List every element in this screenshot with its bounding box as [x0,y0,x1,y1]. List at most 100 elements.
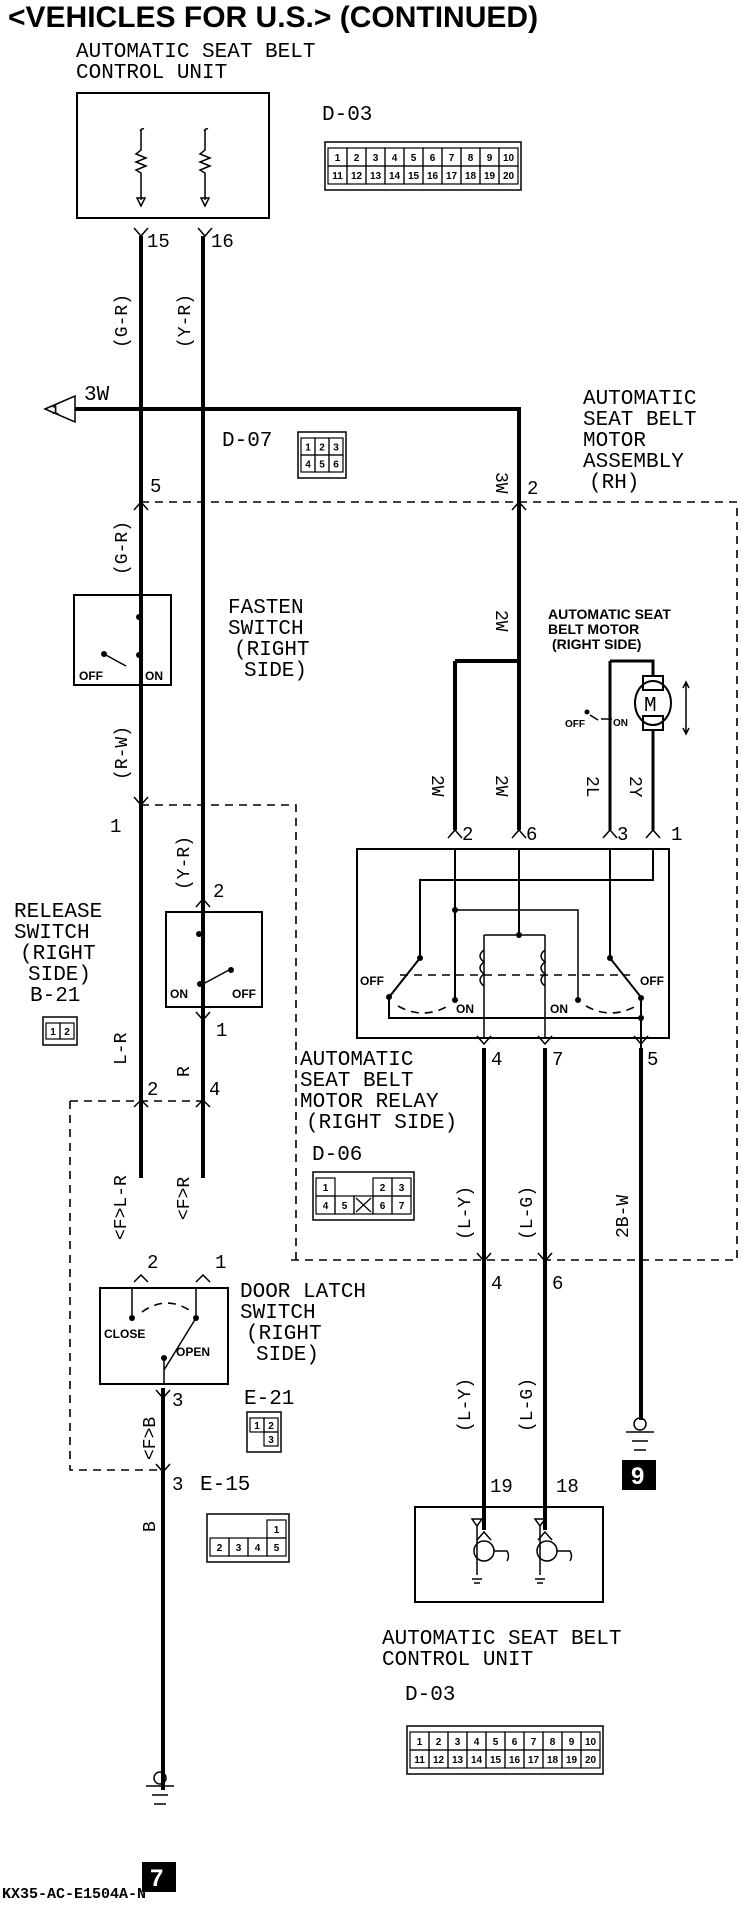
relay-on-label: ON [550,1002,568,1016]
switch-off-label: OFF [232,987,256,1001]
pin-label: 5 [150,476,161,498]
wire-label: 2L [581,776,601,798]
top-unit-label-2: CONTROL UNIT [76,62,227,85]
connector-label-d06: D-06 [312,1144,362,1167]
motor-assembly-label-2: SEAT BELT [583,409,696,432]
junction-dot [516,932,522,938]
fasten-switch-label-3: (RIGHT [234,639,310,662]
pin-label: 15 [147,231,170,253]
release-switch-label-1: RELEASE [14,901,102,924]
connector-outline [297,431,347,479]
pin-label: 18 [556,1476,579,1498]
wire-3w [75,407,521,505]
connector-pin-number: 9 [569,1737,575,1748]
connector-arrow-icon [133,1098,211,1108]
connector-pin-number: 18 [547,1755,559,1766]
connector-pin-number: 9 [487,153,493,164]
wire-label: R [175,1066,195,1077]
switch-off-label: OFF [565,719,585,730]
connector-pin-number: 1 [50,1027,56,1038]
relay-pin: 2 [462,824,473,846]
relay-pin: 3 [617,824,628,846]
wire-label: 2W [426,775,446,797]
fasten-switch-label-4: SIDE) [244,660,307,683]
connector-pin-number: 13 [370,171,382,182]
connector-arrow-icon [195,1011,211,1022]
wire-label: (L-Y) [456,1186,476,1240]
connector-cell [328,454,344,473]
switch-on-label: ON [613,718,628,729]
release-switch-label-4: SIDE) [28,964,91,987]
ground-icon [146,1771,174,1805]
connector-arrow-icon [476,1035,649,1046]
connector-outline [312,1171,415,1221]
connector-pin-number: 16 [427,171,439,182]
connector-outline [42,1016,78,1046]
pin-label: 1 [216,1020,227,1042]
motor-assembly-label-3: MOTOR [583,430,646,453]
pin-label: 2 [147,1079,158,1101]
switch-terminal-line [131,1288,197,1384]
pin-label: 2 [147,1252,158,1274]
resistor-icon [197,128,213,208]
connector-pin-number: 10 [503,153,515,164]
connector-pin-number: 10 [585,1737,597,1748]
switch-travel-arc [141,1302,193,1313]
connector-pin-number: 2 [217,1543,223,1554]
motor-brush-top [642,675,664,691]
wire-label: 2W [490,775,510,797]
connector-outline [406,1725,604,1775]
motor-label-2: BELT MOTOR [548,621,639,637]
pin-label: 2 [213,881,224,903]
connector-pin-number: 2 [64,1027,70,1038]
relay-pin: 1 [671,824,682,846]
switch-lever-icon [163,1317,197,1371]
connector-pin-number: 15 [408,171,420,182]
connector-pin-number: 6 [430,153,436,164]
connector-pin-number: 8 [468,153,474,164]
ref-triangle-icon [43,394,76,424]
connector-pin-number: 6 [380,1201,386,1212]
pin-label: 4 [491,1273,502,1295]
connector-pin-number: 8 [550,1737,556,1748]
transistor-icon [470,1518,510,1584]
connector-pin-number: 4 [474,1737,480,1748]
switch-off-label: OFF [79,669,103,683]
wire-label: 2W [490,610,510,632]
connector-pin-number: 1 [254,1421,260,1432]
connector-pin-number: 14 [389,171,401,182]
connector-pin-number: 13 [452,1755,464,1766]
wire-2l [608,659,655,830]
switch-pivot-icon [584,709,590,715]
document-code: KX35-AC-E1504A-N [2,1886,146,1903]
connector-arrow-icon [133,796,149,807]
relay-internal-wiring [419,849,654,1000]
connector-arrow-icon [476,1252,553,1263]
resistor-icon [133,128,149,208]
connector-pin-number: 12 [433,1755,445,1766]
motor-icon [634,680,672,726]
wire-label: (L-Y) [456,1378,476,1432]
relay-box [356,848,670,1039]
connector-pin-number: 20 [503,171,515,182]
connector-pin-number: 1 [335,153,341,164]
connector-blank-cell [355,1197,372,1213]
relay-on-label: ON [456,1002,474,1016]
switch-contact-icon [197,981,203,987]
relay-contact-icon [575,997,581,1003]
connector-pin-number: 14 [471,1755,483,1766]
release-switch-connector-label: B-21 [30,985,80,1008]
wire-label: 2B-W [614,1195,634,1238]
connector-outline [324,141,522,191]
ground-badge-9 [622,1460,656,1490]
connector-pin-number: 4 [392,153,398,164]
connector-cell [263,1431,279,1447]
connector-pin-number: 7 [399,1201,405,1212]
page-title: <VEHICLES FOR U.S.> (CONTINUED) [8,1,538,34]
pin-label: 3 [172,1474,183,1496]
connector-label-d03-bottom: D-03 [405,1684,455,1707]
switch-close-label: CLOSE [104,1327,145,1341]
